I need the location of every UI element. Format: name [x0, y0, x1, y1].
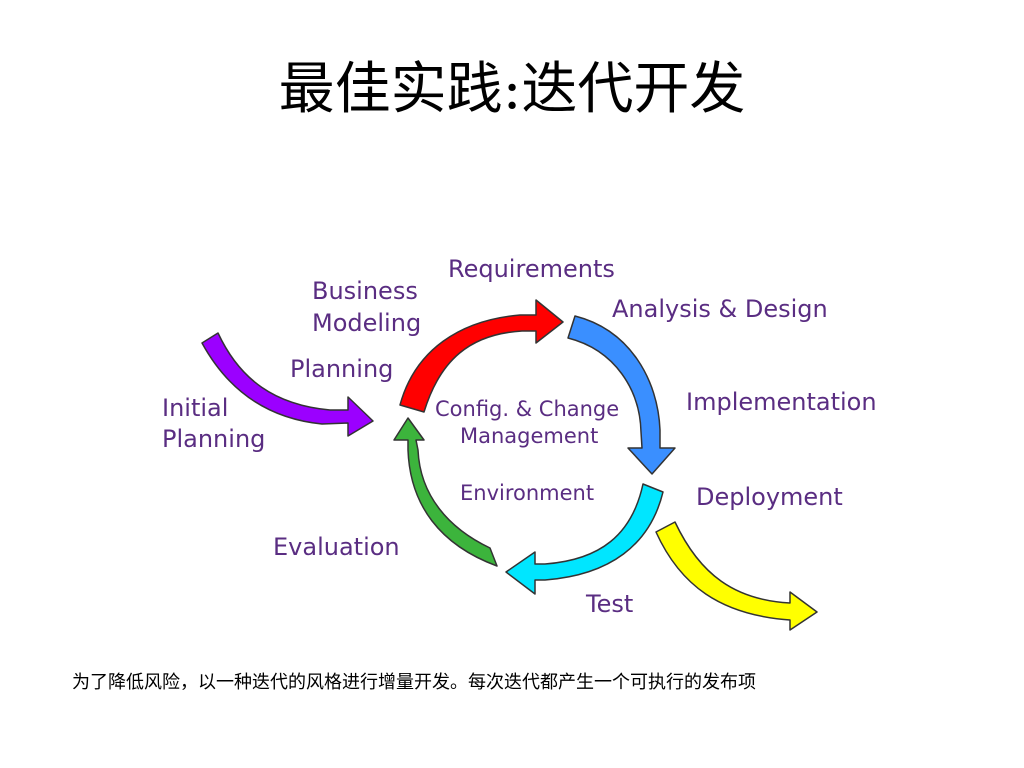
label-business-modeling-line1: Business	[312, 277, 418, 305]
label-initial-planning-line1: Initial	[162, 394, 228, 422]
red-cycle-arrow	[399, 299, 564, 413]
deployment-exit-arrow	[655, 521, 818, 631]
initial-planning-arrow-body	[201, 332, 374, 437]
initial-planning-arrow	[201, 332, 374, 437]
blue-cycle-arrow	[567, 315, 676, 475]
red-cycle-arrow-body	[399, 299, 564, 413]
slide-caption: 为了降低风险，以一种迭代的风格进行增量开发。每次迭代都产生一个可执行的发布项	[72, 672, 756, 693]
label-analysis-design: Analysis & Design	[612, 295, 828, 323]
cyan-cycle-arrow	[505, 483, 664, 595]
label-environment: Environment	[460, 481, 594, 505]
label-requirements: Requirements	[448, 255, 615, 283]
label-business-modeling-line2: Modeling	[312, 309, 421, 337]
label-config-change-line1: Config. & Change	[435, 397, 619, 421]
label-initial-planning-line2: Planning	[162, 425, 265, 453]
label-implementation: Implementation	[686, 388, 877, 416]
slide-title: 最佳实践:迭代开发	[278, 57, 746, 122]
label-planning: Planning	[290, 355, 393, 383]
label-test: Test	[585, 590, 633, 618]
blue-cycle-arrow-body	[567, 315, 676, 475]
green-cycle-arrow	[393, 417, 498, 567]
label-evaluation: Evaluation	[273, 533, 400, 561]
label-deployment: Deployment	[696, 483, 843, 511]
cyan-cycle-arrow-body	[505, 483, 664, 595]
green-cycle-arrow-body	[393, 417, 498, 567]
deployment-exit-arrow-body	[655, 521, 818, 631]
label-config-change-line2: Management	[460, 424, 598, 448]
